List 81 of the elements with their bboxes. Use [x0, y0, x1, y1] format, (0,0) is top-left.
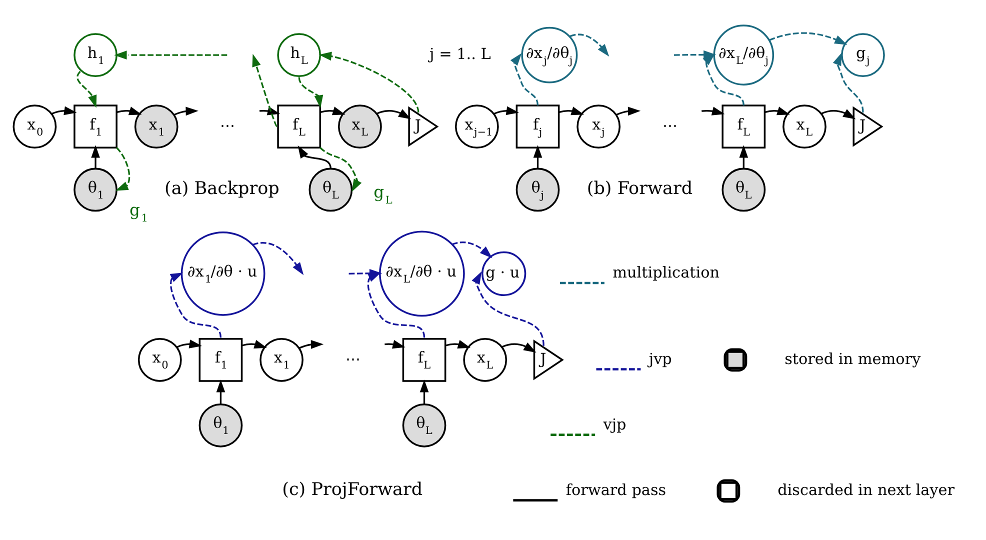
arrow — [702, 106, 725, 116]
arrow — [821, 109, 856, 120]
node-circle: x$_{L}$ — [463, 338, 508, 382]
legend-label: vjp — [603, 415, 626, 434]
edge-label: g$_{1}$ — [130, 200, 148, 224]
arrow — [558, 106, 584, 116]
label: (c) ProjForward — [282, 480, 423, 500]
arrow — [376, 109, 412, 120]
node-circle: x$_{L}$ — [338, 104, 382, 148]
node-circle: ∂x$_{1}$/∂θ · u — [180, 231, 266, 316]
arrow — [115, 147, 130, 191]
arrow — [768, 32, 848, 45]
arrow — [502, 342, 536, 353]
arrow — [420, 380, 429, 404]
arrow — [570, 34, 610, 57]
legend-label: discarded in next layer — [778, 480, 955, 499]
arrow — [320, 147, 362, 192]
arrow — [472, 271, 544, 346]
label: (b) Forward — [586, 178, 693, 199]
node-circle: θ$_{1}$ — [74, 168, 118, 212]
node-circle: x$_{L}$ — [782, 104, 826, 148]
arrow — [318, 52, 420, 113]
arrow — [320, 106, 346, 116]
node-circle: θ$_{j}$ — [516, 168, 560, 212]
node-circle: x$_{j}$ — [576, 104, 621, 148]
arrow — [616, 106, 641, 116]
node-circle: ∂x$_{L}$/∂θ$_{j}$ — [713, 24, 774, 86]
node-box: f$_{1}$ — [198, 338, 243, 382]
arrow — [533, 145, 542, 169]
arrow — [298, 77, 324, 108]
node-circle: ∂x$_{j}$/∂θ$_{j}$ — [521, 26, 578, 84]
node-circle: h$_{L}$ — [277, 33, 322, 77]
arrow — [298, 146, 332, 169]
arrow — [252, 242, 304, 276]
node-box: f$_{1}$ — [74, 104, 118, 148]
arrow — [445, 340, 471, 348]
node-text: ⋯ — [345, 350, 360, 368]
arrow — [91, 145, 100, 169]
label: j = 1.. L — [430, 45, 491, 64]
node-text: ⋯ — [662, 116, 678, 135]
node-circle: x$_{1}$ — [260, 338, 304, 382]
node-box: f$_{L}$ — [277, 104, 322, 148]
node-box: f$_{L}$ — [402, 338, 446, 382]
node-circle: x$_{1}$ — [134, 104, 178, 148]
legend-label: stored in memory — [784, 350, 921, 368]
arrow — [252, 54, 278, 128]
node-circle: x$_{0}$ — [138, 338, 182, 382]
node-circle: x$_{j−1}$ — [454, 104, 499, 148]
legend-label: multiplication — [612, 264, 720, 282]
edge-label: g$_{L}$ — [374, 182, 392, 206]
node-circle: g$_{j}$ — [841, 33, 885, 77]
arrow — [739, 145, 748, 169]
node-circle: ∂x$_{L}$/∂θ · u — [379, 230, 465, 317]
arrow — [114, 50, 228, 60]
label: (a) Backprop — [164, 178, 280, 199]
arrow — [299, 340, 324, 349]
node-box: f$_{j}$ — [516, 104, 560, 148]
arrow — [764, 106, 790, 116]
legend-label: jvp — [648, 350, 672, 368]
arrow — [176, 340, 202, 348]
arrow — [170, 272, 222, 338]
node-circle: x$_{0}$ — [12, 104, 57, 148]
node-text: ⋯ — [220, 116, 236, 135]
node-circle: g · u — [481, 251, 526, 296]
arrow — [384, 340, 406, 349]
node-circle: h$_{1}$ — [74, 33, 118, 77]
node-box: f$_{L}$ — [722, 104, 766, 148]
arrow — [494, 106, 520, 116]
arrow — [242, 340, 267, 348]
node-circle: θ$_{1}$ — [198, 403, 243, 448]
node-circle: θ$_{L}$ — [402, 403, 446, 448]
arrow — [832, 52, 864, 113]
node-circle: θ$_{L}$ — [308, 168, 353, 212]
arrow — [510, 53, 539, 106]
arrow — [51, 106, 77, 116]
arrow — [452, 242, 492, 258]
arrow — [116, 106, 142, 116]
arrow — [174, 106, 198, 116]
arrow — [216, 380, 226, 404]
node-circle: θ$_{L}$ — [722, 168, 766, 212]
legend-label: forward pass — [566, 480, 666, 499]
